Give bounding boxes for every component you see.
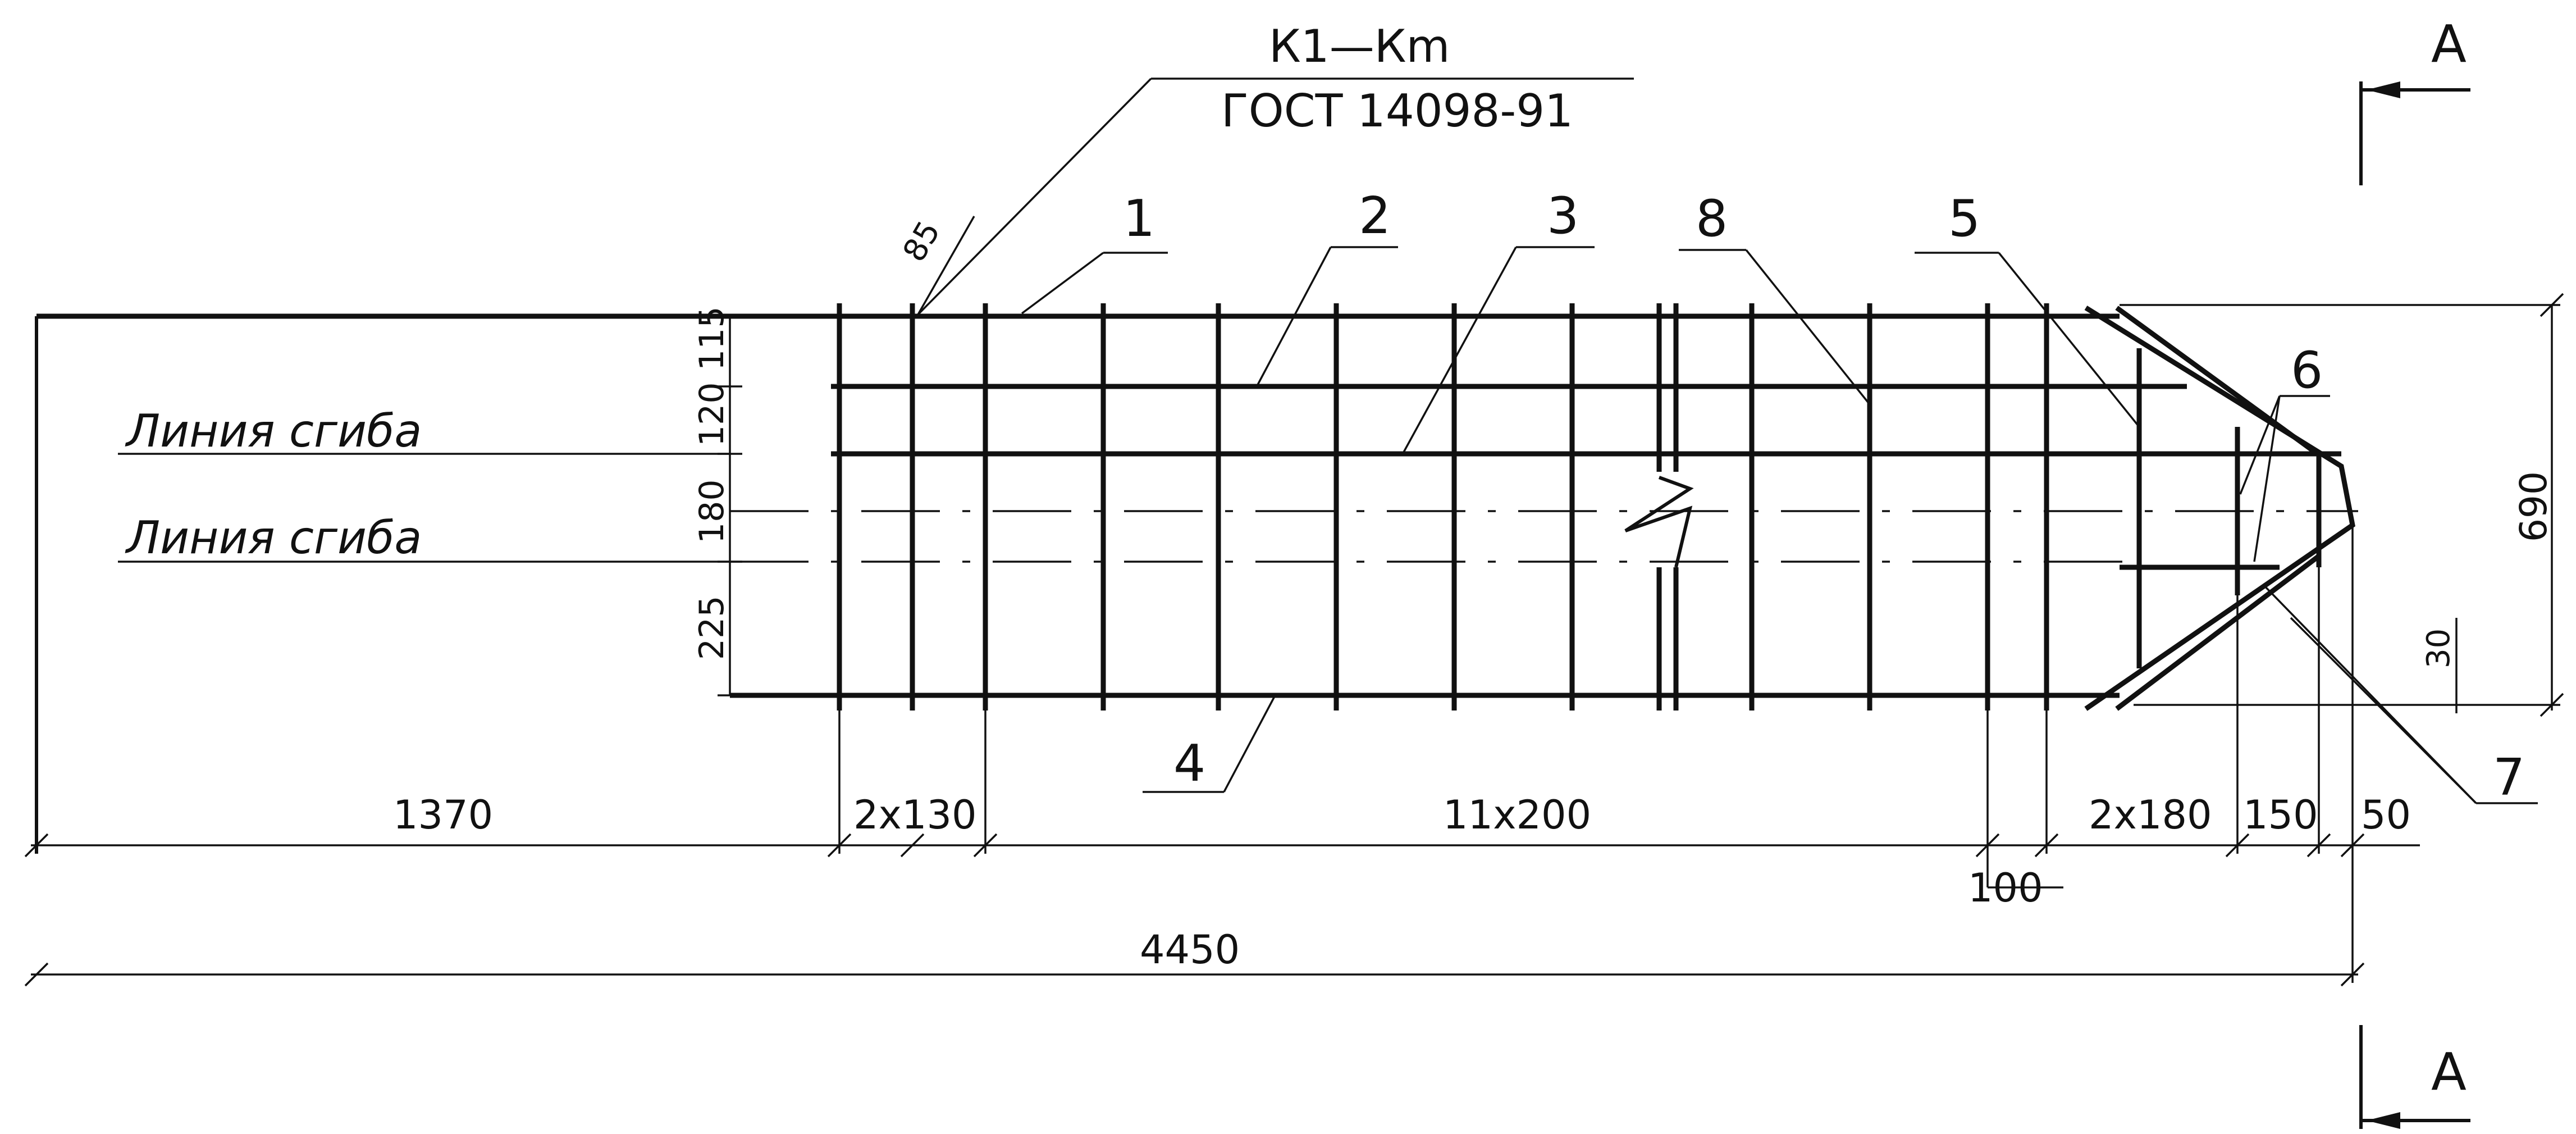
dim-1370: 1370: [393, 792, 493, 838]
section-label-bottom: А: [2431, 1042, 2467, 1102]
dim-2x130: 2x130: [853, 792, 977, 838]
bend-lines: [118, 453, 2358, 563]
dim-100: 100: [1968, 865, 2043, 911]
dim-11x200: 11x200: [1443, 792, 1591, 838]
break-symbol: [1624, 476, 1694, 568]
position-7: 7: [2493, 748, 2525, 807]
transverse-bars: [837, 303, 2322, 711]
position-2: 2: [1359, 186, 1391, 245]
position-5: 5: [1948, 189, 1980, 248]
section-marker-top: [2359, 81, 2470, 185]
chevron-bar-outer: [2084, 306, 2355, 711]
weld-dim: 85: [896, 215, 948, 268]
dim-180: 180: [692, 479, 732, 544]
position-4: 4: [1173, 734, 1205, 793]
callout-leaders: [917, 78, 2538, 804]
dim-225: 225: [692, 595, 732, 660]
right-vertical-dims: [2120, 293, 2564, 717]
dim-2x180: 2x180: [2089, 792, 2212, 838]
position-1: 1: [1123, 189, 1155, 248]
chevron-end-bars: [2084, 306, 2355, 711]
longitudinal-bars: [35, 313, 2341, 854]
standard-ref: ГОСТ 14098-91: [1221, 85, 1573, 137]
dim-4450: 4450: [1140, 927, 1240, 973]
dim-115: 115: [692, 306, 732, 371]
dim-120: 120: [692, 382, 732, 447]
section-label-top: А: [2431, 14, 2467, 74]
horizontal-dim-lines: [24, 525, 2420, 987]
dim-30: 30: [2420, 629, 2457, 668]
chevron-bar-inner: [2115, 306, 2322, 711]
section-marker-bottom: [2359, 1025, 2470, 1129]
mesh-mark: К1—Кm: [1269, 20, 1450, 72]
position-8: 8: [1696, 189, 1728, 248]
bend-line-label-upper: Линия сгиба: [125, 405, 422, 457]
dim-690: 690: [2512, 471, 2555, 542]
position-6: 6: [2291, 341, 2323, 400]
dim-150: 150: [2243, 792, 2318, 838]
position-3: 3: [1547, 186, 1579, 245]
bend-line-label-lower: Линия сгиба: [125, 512, 422, 564]
dim-50: 50: [2361, 792, 2411, 838]
left-vertical-dims: [718, 315, 742, 696]
